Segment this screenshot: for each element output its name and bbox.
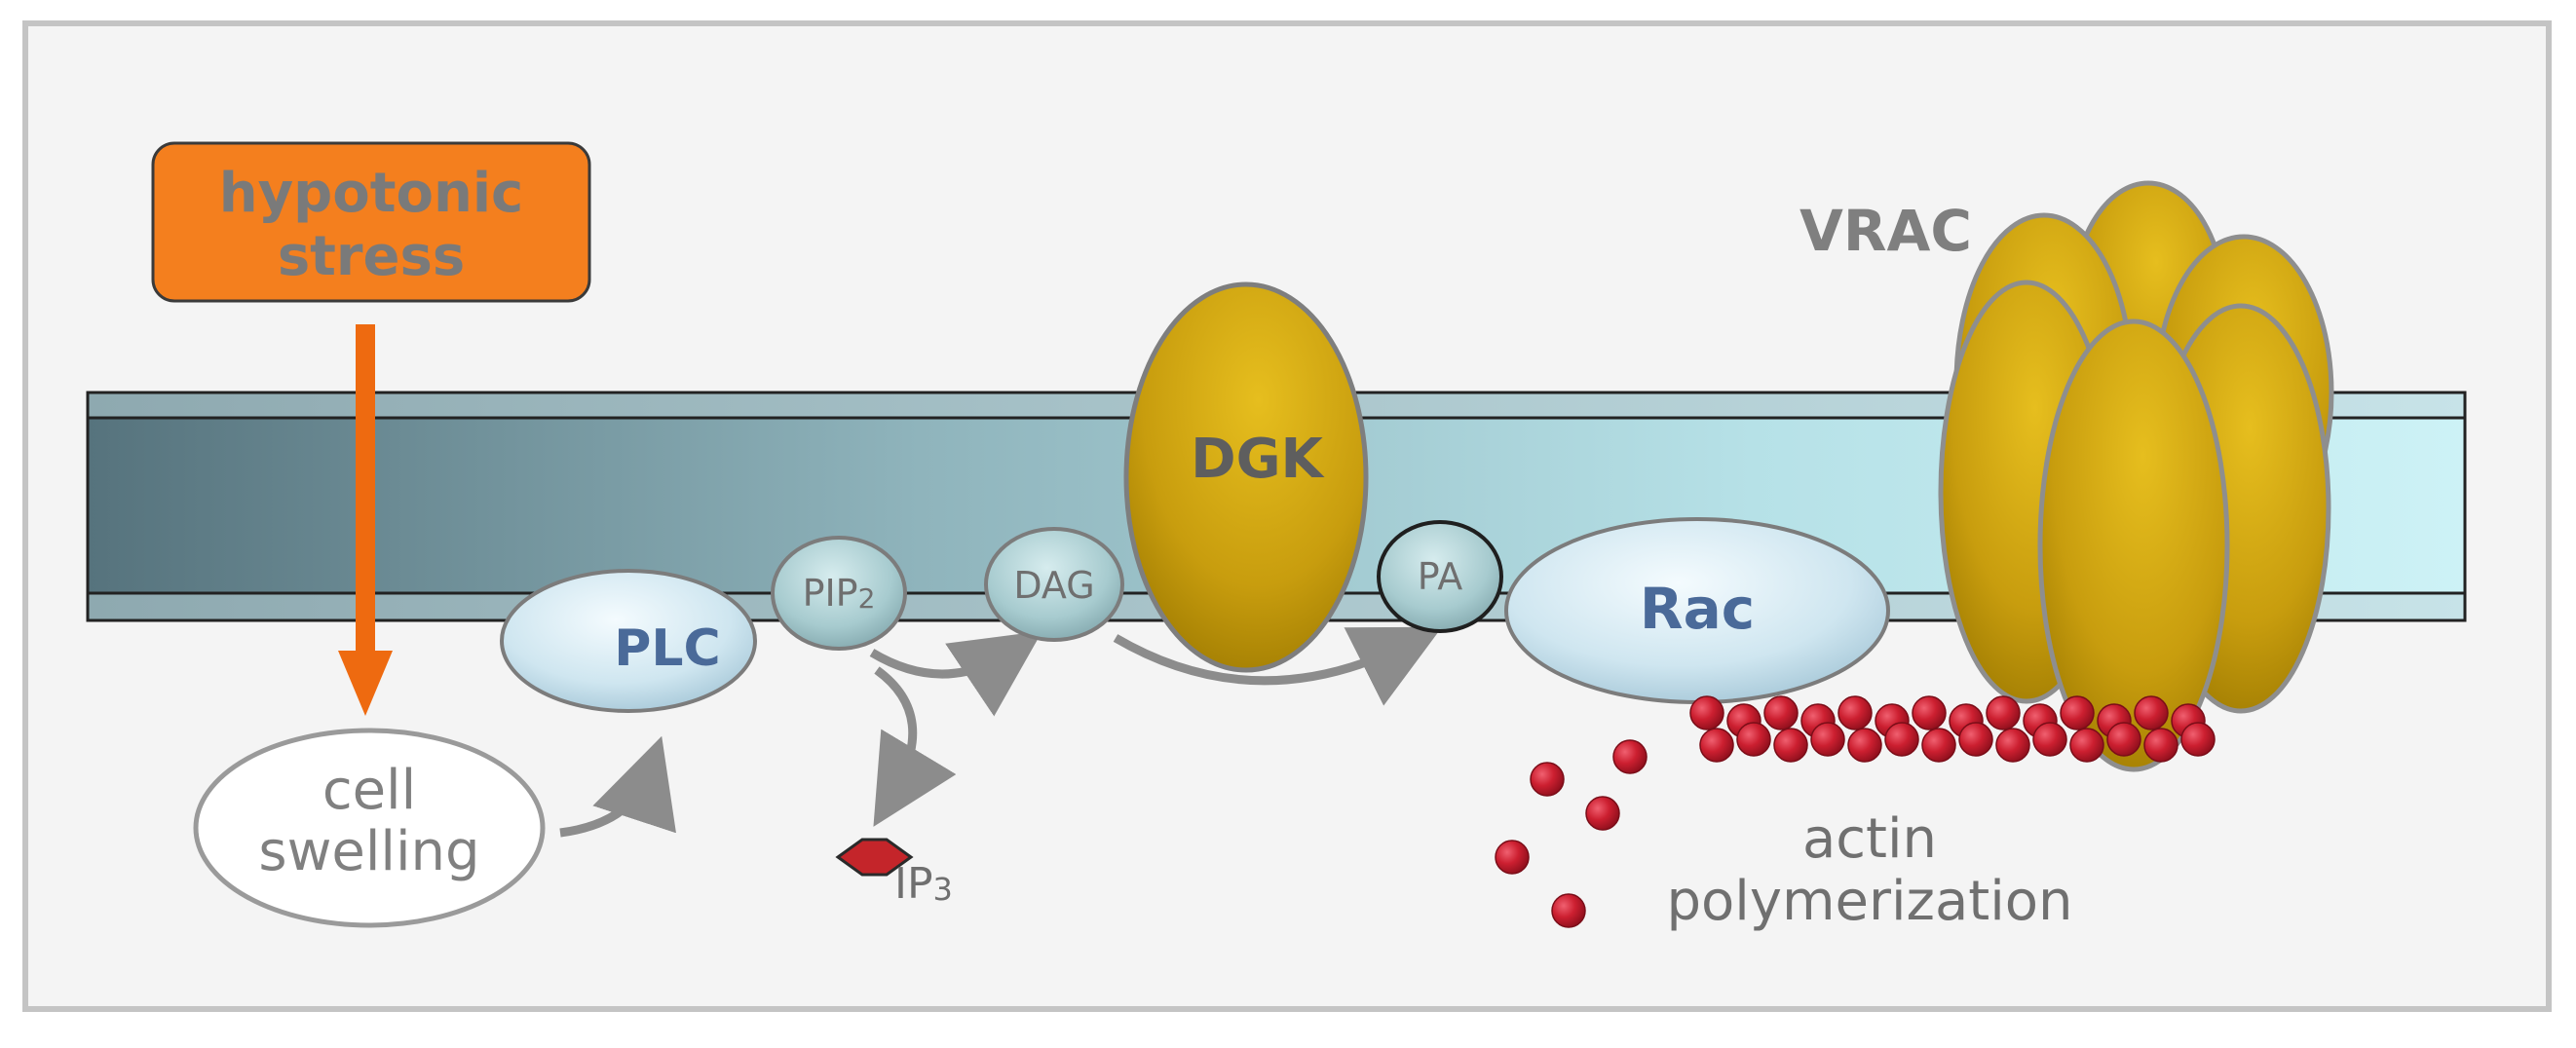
rac-protein: Rac [1504,517,1890,704]
actin-filament-monomer [1736,722,1771,757]
dag-label: DAG [1013,564,1094,607]
svg-text:PIP2: PIP2 [803,572,876,615]
actin-filament-monomer [2143,728,2178,763]
swelling-label-line2: swelling [258,820,479,883]
stimulus-label-line1: hypotonic [219,162,523,225]
cell-swelling-node: cell swelling [193,728,546,928]
stimulus-label-line2: stress [278,225,465,288]
actin-filament-monomer [1986,695,2021,730]
actin-filament-monomer [1763,695,1799,730]
plc-protein: PLC [500,569,757,713]
hypotonic-stress-box: hypotonic stress [151,141,591,303]
actin-free-monomer [1551,893,1586,928]
actin-filament-monomer [1921,728,1956,763]
actin-filament-monomer [1995,728,2030,763]
swelling-label-line1: cell [322,759,416,822]
orange-arrow [338,324,393,716]
ip3-subscript: 3 [933,871,953,908]
pip2-lipid: PIP2 [771,536,907,651]
actin-filament-monomer [1810,722,1845,757]
rac-label: Rac [1640,576,1755,642]
dgk-label: DGK [1191,428,1325,491]
actin-filament-monomer [1689,695,1724,730]
ip3-molecule: IP3 [835,838,953,909]
arrow-pip2-to-ip3 [873,666,957,827]
vrac-label: VRAC [1799,198,1972,264]
dgk-protein: DGK [1123,281,1369,673]
ip3-label: IP [894,859,933,909]
vrac-channel [1938,180,2334,772]
actin-filament-monomer [1837,695,1873,730]
actin-label-line1: actin [1802,807,1937,871]
actin-filament-monomer [1773,728,1808,763]
actin-filaments [1495,695,2216,928]
actin-free-monomer [1585,796,1620,831]
svg-text:IP3: IP3 [894,859,953,909]
dag-lipid: DAG [984,527,1124,642]
pa-label: PA [1418,555,1462,598]
plc-label: PLC [614,619,720,678]
actin-filament-monomer [1884,722,1919,757]
pip2-label: PIP [803,572,858,615]
actin-free-monomer [1530,762,1565,797]
actin-filament-monomer [1847,728,1882,763]
actin-filament-monomer [2069,728,2104,763]
actin-label-line2: polymerization [1666,870,2072,933]
arrow-swelling-to-plc [559,735,676,838]
pip2-subscript: 2 [858,582,876,615]
arrow-dag-to-pa [1113,626,1443,706]
actin-filament-monomer [1699,728,1734,763]
actin-filament-monomer [2106,722,2141,757]
vrac-subunit-center [2037,318,2230,772]
actin-filament-monomer [2180,722,2216,757]
actin-filament-monomer [1912,695,1947,730]
arrow-pip2-to-dag [869,630,1042,717]
actin-filament-monomer [2134,695,2169,730]
pa-lipid: PA [1377,520,1503,633]
pathway-arrows [559,626,1443,838]
actin-filament-monomer [2060,695,2095,730]
ip3-hexagon [835,838,914,877]
actin-filament-monomer [1958,722,1993,757]
actin-filament-monomer [2032,722,2067,757]
actin-free-monomer [1612,739,1648,774]
actin-free-monomer [1495,840,1530,875]
